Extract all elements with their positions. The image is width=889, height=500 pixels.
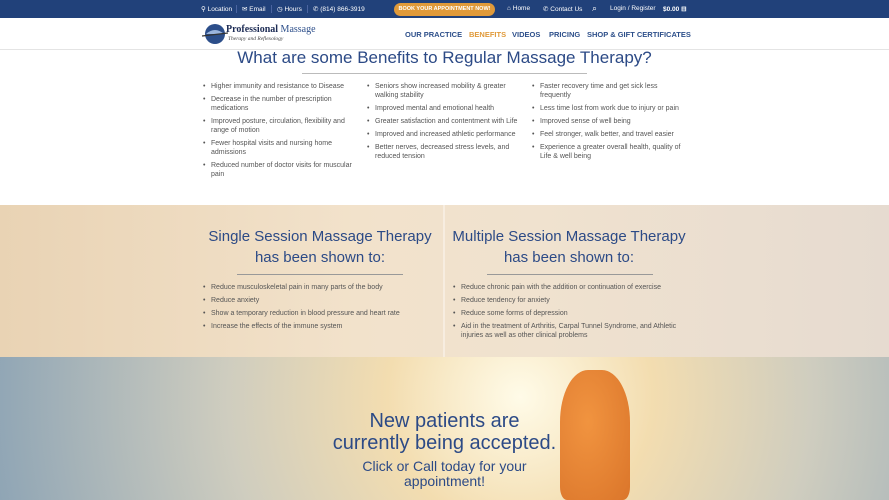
login-link[interactable]: Login / Register — [610, 5, 656, 12]
list-item: Increase the effects of the immune syste… — [203, 322, 443, 331]
benefits-column-2: Seniors show increased mobility & greate… — [367, 82, 522, 165]
phone-label: (814) 866-3919 — [320, 6, 365, 13]
list-item: Reduce some forms of depression — [453, 309, 683, 318]
hours-label: Hours — [284, 6, 302, 13]
nav-benefits[interactable]: BENEFITS — [469, 30, 507, 39]
list-item: Experience a greater overall health, qua… — [532, 143, 687, 161]
nav-shop-gift-certificates[interactable]: SHOP & GIFT CERTIFICATES — [587, 30, 691, 39]
new-patients-hero — [0, 357, 889, 500]
nav-pricing[interactable]: PRICING — [549, 30, 581, 39]
logo-title: Professional Massage — [226, 24, 316, 35]
list-item: Improved sense of well being — [532, 117, 687, 126]
divider — [271, 5, 272, 13]
contact-label: Contact Us — [550, 6, 583, 13]
single-divider — [237, 274, 403, 275]
hero-heading-line1: New patients are — [369, 410, 520, 432]
home-label: Home — [512, 5, 531, 12]
benefits-column-3: Faster recovery time and get sick less f… — [532, 82, 687, 165]
list-item: Faster recovery time and get sick less f… — [532, 82, 687, 100]
column-divider — [443, 205, 445, 357]
hero-cta-line2[interactable]: appointment! — [404, 473, 485, 489]
single-session-list: Reduce musculoskeletal pain in many part… — [203, 283, 443, 335]
location-link[interactable]: ⚲ Location — [201, 6, 233, 13]
main-nav: Professional Massage Therapy and Reflexo… — [0, 18, 889, 50]
session-benefits-section: Single Session Massage Therapy has been … — [0, 205, 889, 357]
home-link[interactable]: ⌂ Home — [507, 5, 530, 12]
list-item: Higher immunity and resistance to Diseas… — [203, 82, 358, 91]
list-item: Reduce musculoskeletal pain in many part… — [203, 283, 443, 292]
list-item: Reduce chronic pain with the addition or… — [453, 283, 683, 292]
search-icon[interactable]: ⌕ — [592, 3, 598, 13]
multiple-session-title: Multiple Session Massage Therapy has bee… — [452, 228, 686, 266]
hours-link[interactable]: ◷ Hours — [277, 6, 302, 13]
benefits-column-1: Higher immunity and resistance to Diseas… — [203, 82, 358, 183]
list-item: Reduce tendency for anxiety — [453, 296, 683, 305]
list-item: Feel stronger, walk better, and travel e… — [532, 130, 687, 139]
logo[interactable]: Professional Massage Therapy and Reflexo… — [202, 22, 317, 46]
email-link[interactable]: ✉ Email — [242, 6, 266, 13]
phone-link[interactable]: ✆ (814) 866-3919 — [313, 6, 365, 13]
multiple-divider — [487, 274, 653, 275]
list-item: Aid in the treatment of Arthritis, Carpa… — [453, 322, 683, 340]
home-icon: ⌂ — [507, 5, 511, 12]
list-item: Better nerves, decreased stress levels, … — [367, 143, 522, 161]
nav-our-practice[interactable]: OUR PRACTICE — [405, 30, 463, 39]
list-item: Reduced number of doctor visits for musc… — [203, 161, 358, 179]
location-label: Location — [207, 6, 233, 13]
list-item: Improved posture, circulation, flexibili… — [203, 117, 358, 135]
top-bar: ⚲ Location ✉ Email ◷ Hours ✆ (814) 866-3… — [0, 0, 889, 18]
hero-heading-line2: currently being accepted. — [332, 432, 557, 454]
benefits-title: What are some Benefits to Regular Massag… — [237, 48, 652, 67]
logo-emblem-icon — [202, 24, 228, 44]
list-item: Improved and increased athletic performa… — [367, 130, 522, 139]
nav-videos[interactable]: VIDEOS — [512, 30, 541, 39]
list-item: Seniors show increased mobility & greate… — [367, 82, 522, 100]
contact-link[interactable]: ✆ Contact Us — [543, 5, 582, 13]
cart-total: $0.00 — [663, 6, 680, 13]
phone-icon: ✆ — [543, 6, 549, 13]
list-item: Fewer hospital visits and nursing home a… — [203, 139, 358, 157]
basket-icon: ⊟ — [681, 6, 687, 13]
divider — [236, 5, 237, 13]
cart-link[interactable]: $0.00 ⊟ — [663, 5, 687, 13]
single-session-title: Single Session Massage Therapy has been … — [208, 228, 432, 266]
email-label: Email — [249, 6, 266, 13]
logo-subtitle: Therapy and Reflexology — [228, 36, 284, 42]
list-item: Decrease in the number of prescription m… — [203, 95, 358, 113]
title-divider — [302, 73, 587, 74]
divider — [307, 5, 308, 13]
list-item: Greater satisfaction and contentment wit… — [367, 117, 522, 126]
book-appointment-button[interactable]: BOOK YOUR APPOINTMENT NOW! — [394, 3, 495, 16]
hero-cta-line1[interactable]: Click or Call today for your — [362, 458, 527, 474]
multiple-session-list: Reduce chronic pain with the addition or… — [453, 283, 683, 344]
list-item: Reduce anxiety — [203, 296, 443, 305]
hero-person-image — [560, 370, 630, 500]
list-item: Improved mental and emotional health — [367, 104, 522, 113]
list-item: Show a temporary reduction in blood pres… — [203, 309, 443, 318]
list-item: Less time lost from work due to injury o… — [532, 104, 687, 113]
